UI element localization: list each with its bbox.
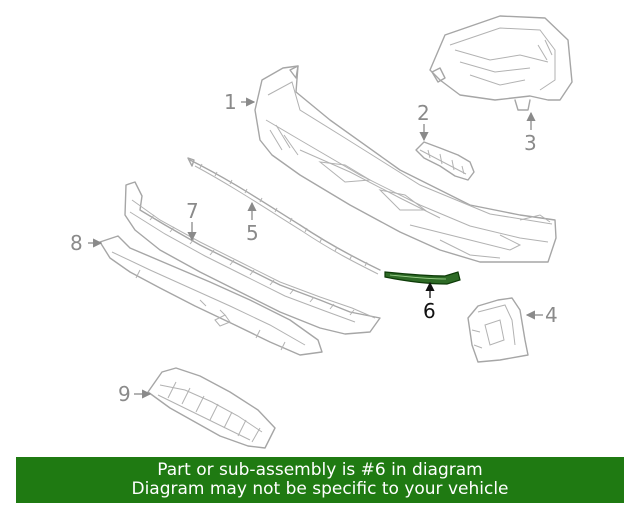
callout-1: 1 [224,90,237,114]
part-1-bumper-cover [254,65,557,263]
banner-line-1: Part or sub-assembly is #6 in diagram [157,460,483,480]
callout-3: 3 [524,131,537,155]
callout-7: 7 [186,199,199,223]
callout-4: 4 [545,303,558,327]
callout-2: 2 [417,101,430,125]
part-8-lower-panel [99,235,323,356]
info-banner: Part or sub-assembly is #6 in diagram Di… [16,457,624,503]
part-7-valance [124,181,381,335]
callout-5: 5 [246,221,259,245]
part-6-trim-highlighted [384,271,461,285]
callout-9: 9 [118,382,131,406]
part-2-bracket [415,141,475,181]
part-5-molding-strip [187,157,381,275]
callout-8: 8 [70,231,83,255]
callout-6: 6 [423,299,436,323]
part-3-headlamp [429,15,573,111]
leader-lines [88,97,543,399]
parts-diagram: 1 2 3 4 5 6 7 8 9 [70,15,573,449]
part-4-side-bracket [467,297,529,363]
part-9-splash-shield [147,367,276,449]
banner-line-2: Diagram may not be specific to your vehi… [131,479,509,499]
